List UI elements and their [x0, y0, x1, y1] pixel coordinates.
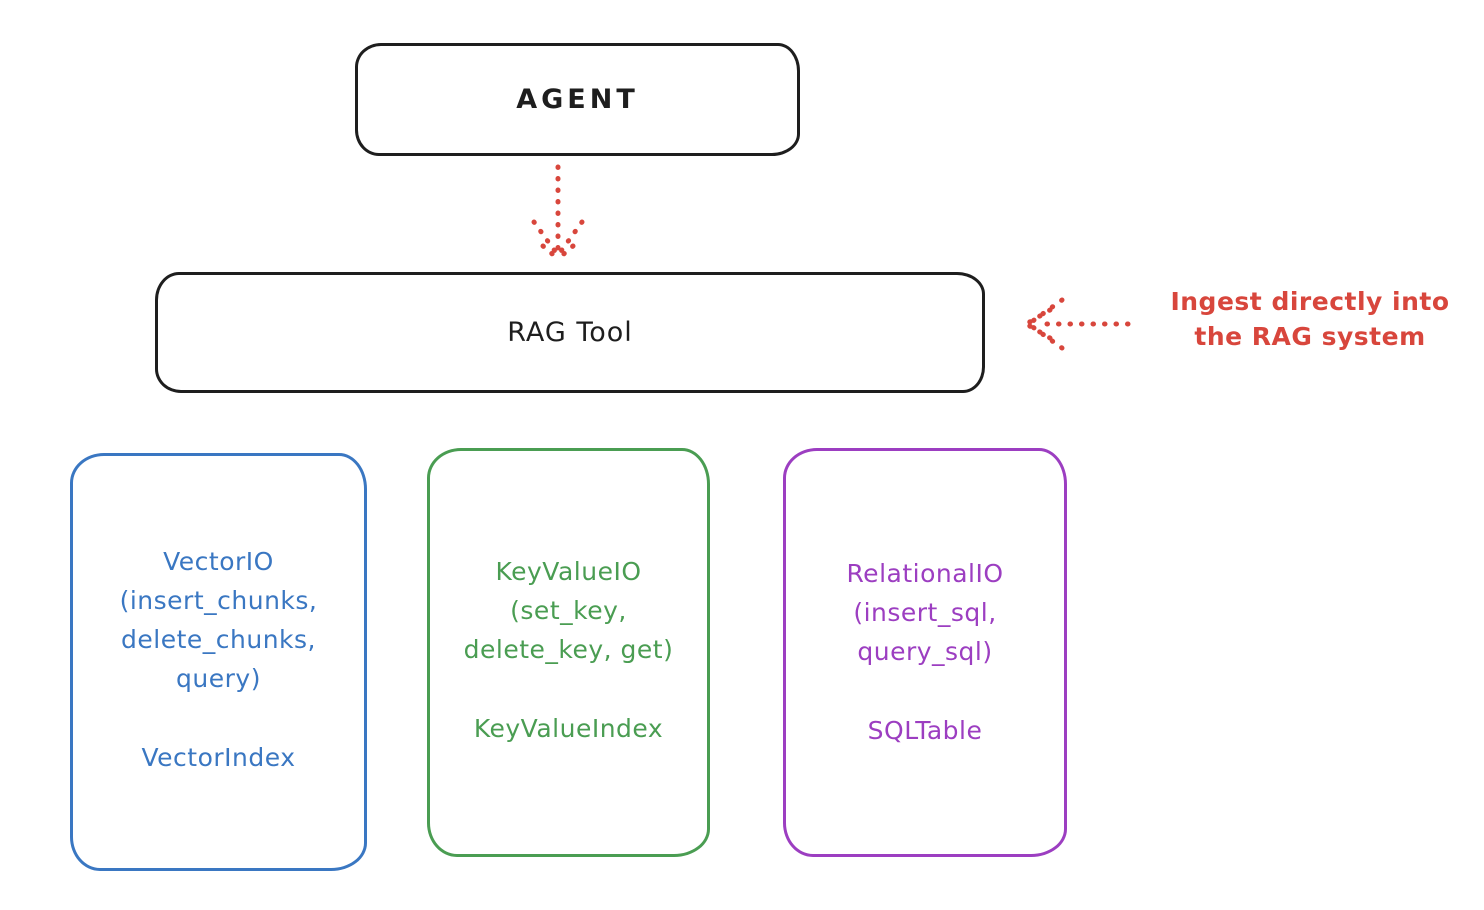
- sql-table-label: SQLTable: [867, 716, 983, 745]
- rag-tool-box: RAG Tool: [155, 272, 985, 393]
- rag-tool-box-label: RAG Tool: [507, 317, 633, 348]
- ingest-annotation-line2: the RAG system: [1194, 322, 1426, 351]
- ingest-annotation: Ingest directly into the RAG system: [1142, 284, 1478, 354]
- ingest-annotation-line1: Ingest directly into: [1170, 287, 1450, 316]
- relational-io-methods-line1: (insert_sql,: [853, 598, 997, 627]
- keyvalue-io-box: KeyValueIO (set_key, delete_key, get) Ke…: [427, 448, 710, 857]
- relational-io-box: RelationalIO (insert_sql, query_sql) SQL…: [783, 448, 1067, 857]
- vector-index-label: VectorIndex: [141, 743, 296, 772]
- agent-box-label: AGENT: [516, 84, 639, 115]
- keyvalue-io-methods-line1: (set_key,: [510, 596, 627, 625]
- keyvalue-io-methods-line2: delete_key, get): [463, 635, 674, 664]
- left-arrow-dotted-icon: [1025, 297, 1131, 351]
- keyvalue-io-title: KeyValueIO: [495, 557, 642, 586]
- vector-io-title: VectorIO: [163, 547, 274, 576]
- vector-io-methods-line2: delete_chunks,: [121, 625, 316, 654]
- down-arrow-dotted-icon: [531, 164, 585, 261]
- vector-io-box: VectorIO (insert_chunks, delete_chunks, …: [70, 453, 367, 871]
- vector-io-methods-line1: (insert_chunks,: [119, 586, 318, 615]
- keyvalue-index-label: KeyValueIndex: [473, 714, 664, 743]
- agent-box: AGENT: [355, 43, 800, 156]
- vector-io-methods-line3: query): [176, 664, 261, 693]
- relational-io-title: RelationalIO: [846, 559, 1004, 588]
- relational-io-methods-line2: query_sql): [857, 637, 993, 666]
